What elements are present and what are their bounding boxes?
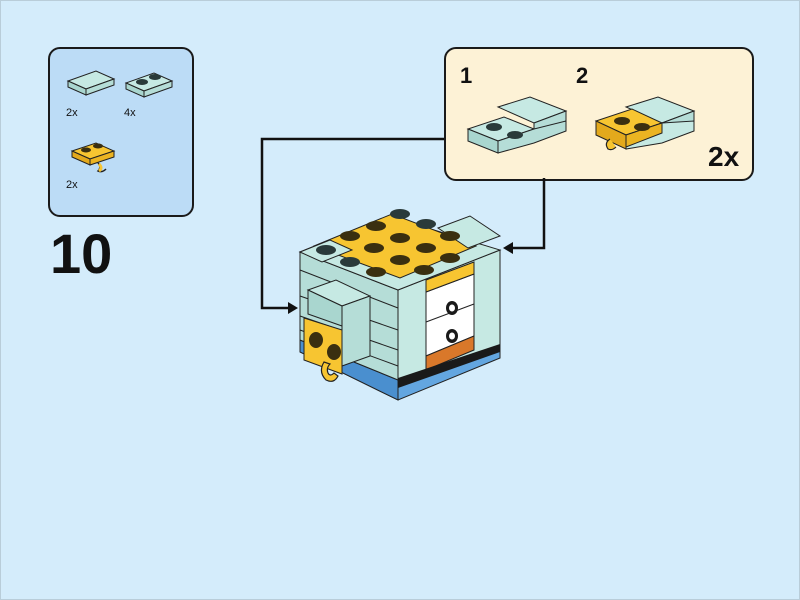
substep-2-assembly xyxy=(594,96,696,151)
part-plate-1x2 xyxy=(124,72,174,98)
step-number: 10 xyxy=(50,222,113,285)
part-tile-1x2 xyxy=(66,70,116,96)
parts-list-panel: 2x 4x 2x xyxy=(48,47,194,217)
substeps-illustrations xyxy=(466,96,696,154)
substep-number-2: 2 xyxy=(576,63,589,88)
substep-1-assembly xyxy=(466,96,568,154)
parts-illustrations xyxy=(66,70,174,173)
substeps-panel: 1 2 2x xyxy=(444,47,754,181)
part-qty-tile: 2x xyxy=(66,107,78,119)
part-plate-with-clip xyxy=(70,142,116,173)
substep-multiplier: 2x xyxy=(708,141,740,172)
part-qty-plate: 4x xyxy=(124,107,136,119)
substep-number-1: 1 xyxy=(460,63,473,88)
part-qty-clip-plate: 2x xyxy=(66,179,78,191)
